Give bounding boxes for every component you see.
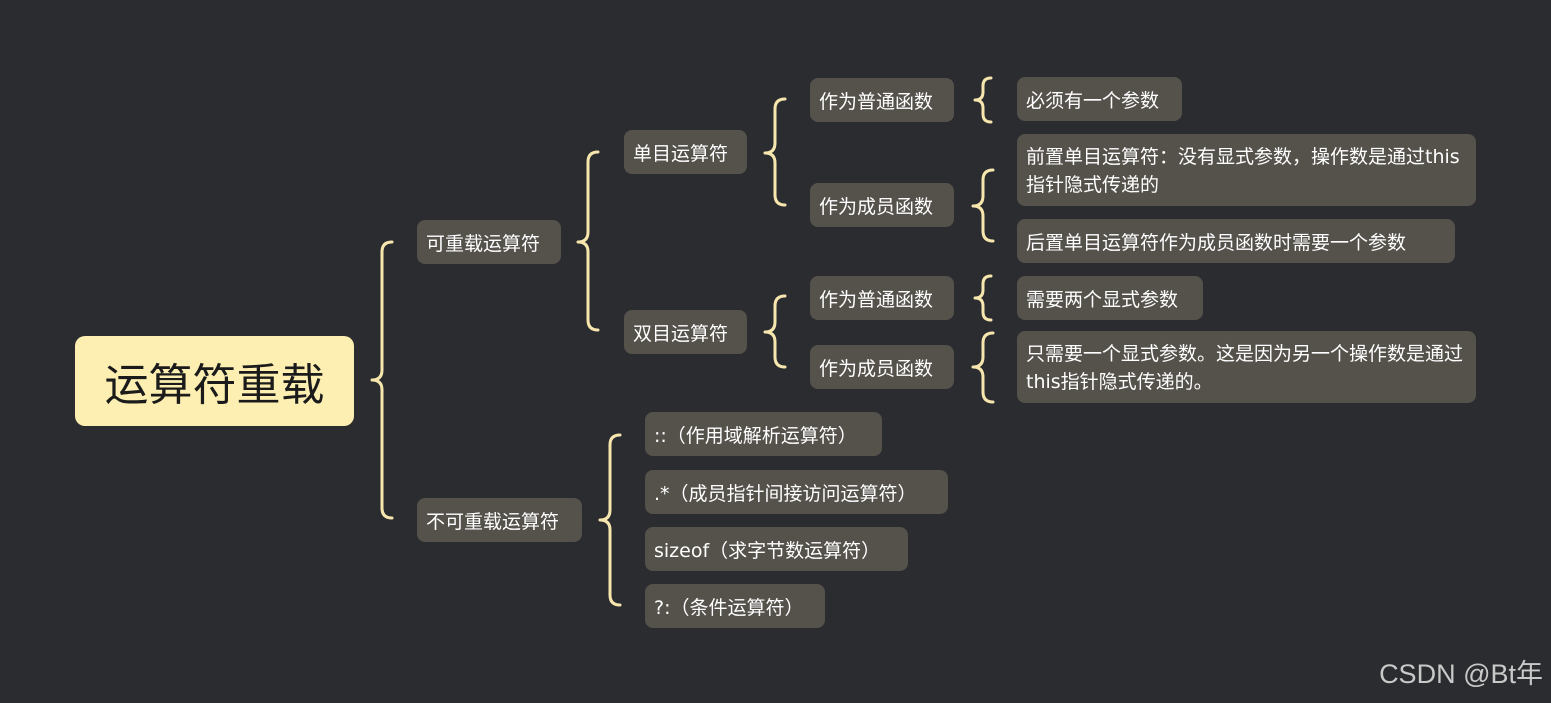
unary-member-function-node[interactable]: 作为成员函数 [810,183,954,227]
watermark: CSDN @Bt年 [1379,659,1543,689]
sizeof-operator-node[interactable]: sizeof（求字节数运算符） [645,527,908,571]
binary-member-detail-node[interactable]: 只需要一个显式参数。这是因为另一个操作数是通过this指针隐式传递的。 [1017,331,1476,403]
bracket-binary-normal [973,274,993,322]
binary-normal-function-node[interactable]: 作为普通函数 [810,276,954,320]
scope-resolution-operator-node[interactable]: ::（作用域解析运算符） [645,412,882,456]
unary-member-postfix-detail-node[interactable]: 后置单目运算符作为成员函数时需要一个参数 [1017,219,1455,263]
unary-normal-function-node[interactable]: 作为普通函数 [810,78,954,122]
root-topic[interactable]: 运算符重载 [75,336,354,426]
overloadable-operators-node[interactable]: 可重载运算符 [417,220,561,264]
conditional-operator-node[interactable]: ?:（条件运算符） [645,584,825,628]
binary-member-function-node[interactable]: 作为成员函数 [810,345,954,389]
unary-operators-node[interactable]: 单目运算符 [624,130,747,174]
bracket-unary [763,97,787,207]
member-pointer-operator-node[interactable]: .*（成员指针间接访问运算符） [645,470,948,514]
unary-normal-detail-node[interactable]: 必须有一个参数 [1017,77,1182,121]
bracket-non-overloadable [598,433,622,607]
binary-operators-node[interactable]: 双目运算符 [624,310,747,354]
bracket-binary-member [971,331,995,404]
non-overloadable-operators-node[interactable]: 不可重载运算符 [417,498,582,542]
bracket-unary-member [971,168,995,243]
unary-member-prefix-detail-node[interactable]: 前置单目运算符：没有显式参数，操作数是通过this指针隐式传递的 [1017,134,1476,206]
bracket-binary [763,294,787,369]
bracket-unary-normal [973,76,993,124]
binary-normal-detail-node[interactable]: 需要两个显式参数 [1017,276,1203,320]
bracket-root [370,240,394,520]
bracket-overloadable [576,150,600,332]
